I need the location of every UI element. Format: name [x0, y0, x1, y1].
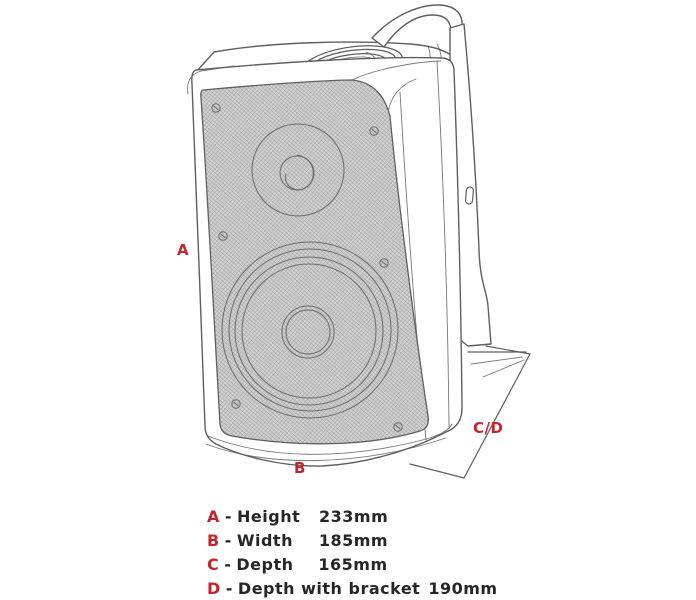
legend-letter-c: C — [207, 554, 220, 574]
side-edge-line — [436, 60, 450, 429]
legend-letter-b: B — [207, 530, 220, 550]
top-bezel-line — [351, 60, 442, 81]
dimensions-legend: A - Height 233mm B - Width 185mm C - Dep… — [207, 504, 498, 600]
top-right-swoosh — [387, 78, 417, 113]
bracket-slot — [464, 186, 474, 205]
legend-name-height: Height — [237, 506, 301, 526]
legend-row-depth: C - Depth 165mm — [207, 552, 498, 576]
dimension-label-depth: C/D — [473, 419, 503, 437]
woofer-dust-cap-ring — [281, 305, 335, 359]
top-left-bumper — [187, 65, 235, 95]
legend-separator: - — [224, 506, 233, 526]
tweeter — [251, 123, 345, 217]
bottom-bezel-line-1 — [207, 423, 453, 455]
legend-value-depth-with-bracket: 190mm — [428, 578, 498, 598]
legend-row-width: B - Width 185mm — [207, 528, 498, 552]
legend-separator: - — [225, 578, 233, 598]
dimension-label-height: A — [177, 241, 189, 259]
wall-bracket-plate — [409, 345, 531, 479]
legend-row-height: A - Height 233mm — [207, 504, 498, 528]
tweeter-phase-plug — [284, 154, 314, 191]
legend-separator: - — [224, 530, 232, 550]
legend-letter-a: A — [207, 506, 220, 526]
legend-name-depth: Depth — [236, 554, 294, 574]
grille-screws — [211, 103, 403, 432]
legend-name-width: Width — [236, 530, 293, 550]
woofer-dust-cap — [285, 309, 331, 355]
legend-value-depth: 165mm — [318, 554, 388, 574]
dimension-label-width: B — [294, 459, 306, 477]
legend-letter-d: D — [207, 578, 221, 598]
legend-value-width: 185mm — [318, 530, 389, 550]
bottom-bezel-line-2 — [205, 437, 447, 462]
legend-separator: - — [224, 554, 232, 574]
legend-value-height: 233mm — [319, 506, 389, 526]
legend-name-depth-with-bracket: Depth with bracket — [237, 578, 421, 598]
legend-row-depth-with-bracket: D - Depth with bracket 190mm — [207, 576, 498, 600]
woofer — [221, 241, 399, 419]
speaker-grille — [200, 79, 429, 445]
